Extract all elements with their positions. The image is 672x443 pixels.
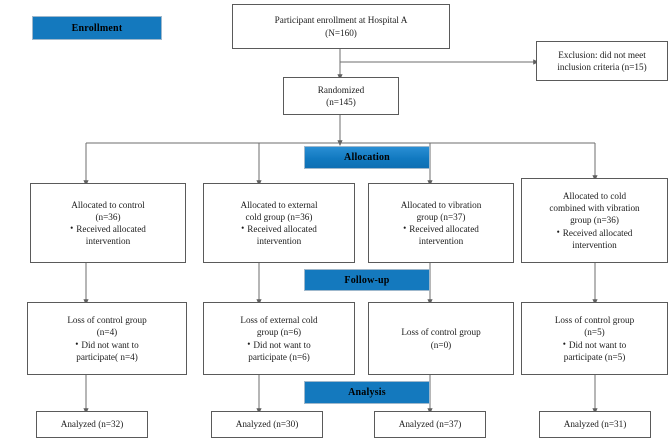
followup-1-line2: group (n=6) — [256, 327, 302, 338]
randomized-line1: Randomized — [317, 84, 365, 95]
participant-enrollment-line2: (N=160) — [325, 27, 357, 38]
participant-enrollment-line1: Participant enrollment at Hospital A — [274, 15, 408, 26]
followup-0-bullet1: Did not want to — [81, 339, 139, 350]
box-randomized: Randomized (n=145) — [283, 77, 399, 115]
stage-banner-enrollment: Enrollment — [32, 16, 162, 40]
exclusion-line2: inclusion criteria (n=15) — [557, 62, 647, 72]
box-analyzed-control: Analyzed (n=32) — [36, 411, 148, 438]
bullet-icon: • — [247, 338, 251, 349]
alloc-0-line2: (n=36) — [95, 211, 121, 222]
bullet-icon: • — [403, 223, 407, 233]
stage-label-enrollment: Enrollment — [71, 22, 123, 34]
box-allocation-vibration: Allocated to vibration group (n=37) • Re… — [368, 183, 514, 263]
stage-banner-followup: Follow-up — [304, 269, 430, 291]
alloc-0-bullet1: Received allocated — [76, 224, 146, 234]
followup-3-bullet1: Did not want to — [568, 339, 627, 350]
stage-label-allocation: Allocation — [344, 152, 390, 163]
alloc-2-line1: Allocated to vibration — [400, 199, 482, 210]
followup-1-bullet2: participate (n=6) — [248, 351, 310, 362]
followup-2-line2: (n=0) — [430, 339, 452, 350]
box-followup-cold-vibration: Loss of control group (n=5) • Did not wa… — [521, 302, 668, 375]
bullet-icon: • — [556, 226, 560, 237]
alloc-1-bullet2: intervention — [256, 236, 302, 247]
alloc-2-bullet: • Received allocated — [369, 223, 513, 235]
box-followup-control: Loss of control group (n=4) • Did not wa… — [27, 302, 187, 375]
followup-0-bullet2: participate( n=4) — [76, 351, 138, 362]
alloc-2-line2: group (n=37) — [416, 211, 466, 222]
box-followup-external-cold: Loss of external cold group (n=6) • Did … — [203, 302, 355, 375]
stage-banner-analysis: Analysis — [304, 381, 430, 404]
stage-banner-allocation: Allocation — [304, 146, 430, 169]
box-exclusion: Exclusion: did not meet inclusion criter… — [536, 41, 668, 81]
exclusion-line1: Exclusion: did not meet — [558, 49, 646, 60]
stage-label-followup: Follow-up — [344, 274, 390, 286]
alloc-0-bullet: • Received allocated — [31, 223, 185, 235]
analysis-3-label: Analyzed (n=31) — [563, 419, 627, 430]
alloc-0-bullet2: intervention — [85, 236, 131, 247]
box-followup-vibration: Loss of control group (n=0) — [368, 302, 514, 375]
alloc-1-line2: cold group (n=36) — [245, 211, 313, 222]
box-participant-enrollment: Participant enrollment at Hospital A (N=… — [232, 4, 450, 49]
alloc-3-bullet: • Received allocated — [522, 227, 667, 239]
alloc-3-line2: combined with vibration — [549, 203, 640, 214]
randomized-line2: (n=145) — [326, 97, 356, 107]
followup-3-bullet2: participate (n=5) — [563, 351, 626, 362]
alloc-1-bullet1: Received allocated — [247, 224, 317, 234]
box-allocation-external-cold: Allocated to external cold group (n=36) … — [203, 183, 355, 263]
followup-0-bullet: • Did not want to — [28, 339, 186, 351]
alloc-3-line1: Allocated to cold — [562, 191, 627, 202]
alloc-1-bullet: • Received allocated — [204, 223, 354, 235]
analysis-2-label: Analyzed (n=37) — [398, 419, 462, 430]
bullet-icon: • — [241, 223, 245, 233]
bullet-icon: • — [562, 338, 566, 349]
followup-0-line1: Loss of control group — [67, 315, 147, 326]
followup-3-line1: Loss of control group — [554, 315, 635, 326]
followup-3-bullet: • Did not want to — [522, 339, 667, 351]
analysis-1-label: Analyzed (n=30) — [235, 419, 299, 430]
followup-1-line1: Loss of external cold — [240, 315, 318, 326]
alloc-3-line3: group (n=36) — [570, 215, 619, 226]
followup-0-line2: (n=4) — [96, 327, 118, 338]
bullet-icon: • — [70, 223, 74, 233]
alloc-0-line1: Allocated to control — [71, 199, 145, 210]
box-analyzed-cold-vibration: Analyzed (n=31) — [539, 411, 651, 438]
box-allocation-cold-vibration: Allocated to cold combined with vibratio… — [521, 178, 668, 263]
analysis-0-label: Analyzed (n=32) — [60, 419, 124, 430]
alloc-1-line1: Allocated to external — [240, 199, 318, 210]
followup-2-line1: Loss of control group — [401, 327, 481, 338]
box-allocation-control: Allocated to control (n=36) • Received a… — [30, 183, 186, 263]
box-analyzed-vibration: Analyzed (n=37) — [374, 411, 486, 438]
alloc-3-bullet1: Received allocated — [562, 227, 633, 238]
alloc-2-bullet2: intervention — [418, 236, 464, 247]
bullet-icon: • — [75, 338, 79, 349]
box-analyzed-external-cold: Analyzed (n=30) — [211, 411, 323, 438]
alloc-2-bullet1: Received allocated — [409, 224, 479, 234]
stage-label-analysis: Analysis — [348, 387, 386, 398]
followup-1-bullet1: Did not want to — [253, 339, 311, 350]
alloc-3-bullet2: intervention — [572, 239, 617, 250]
followup-3-line2: (n=5) — [584, 327, 605, 338]
followup-1-bullet: • Did not want to — [204, 339, 354, 351]
